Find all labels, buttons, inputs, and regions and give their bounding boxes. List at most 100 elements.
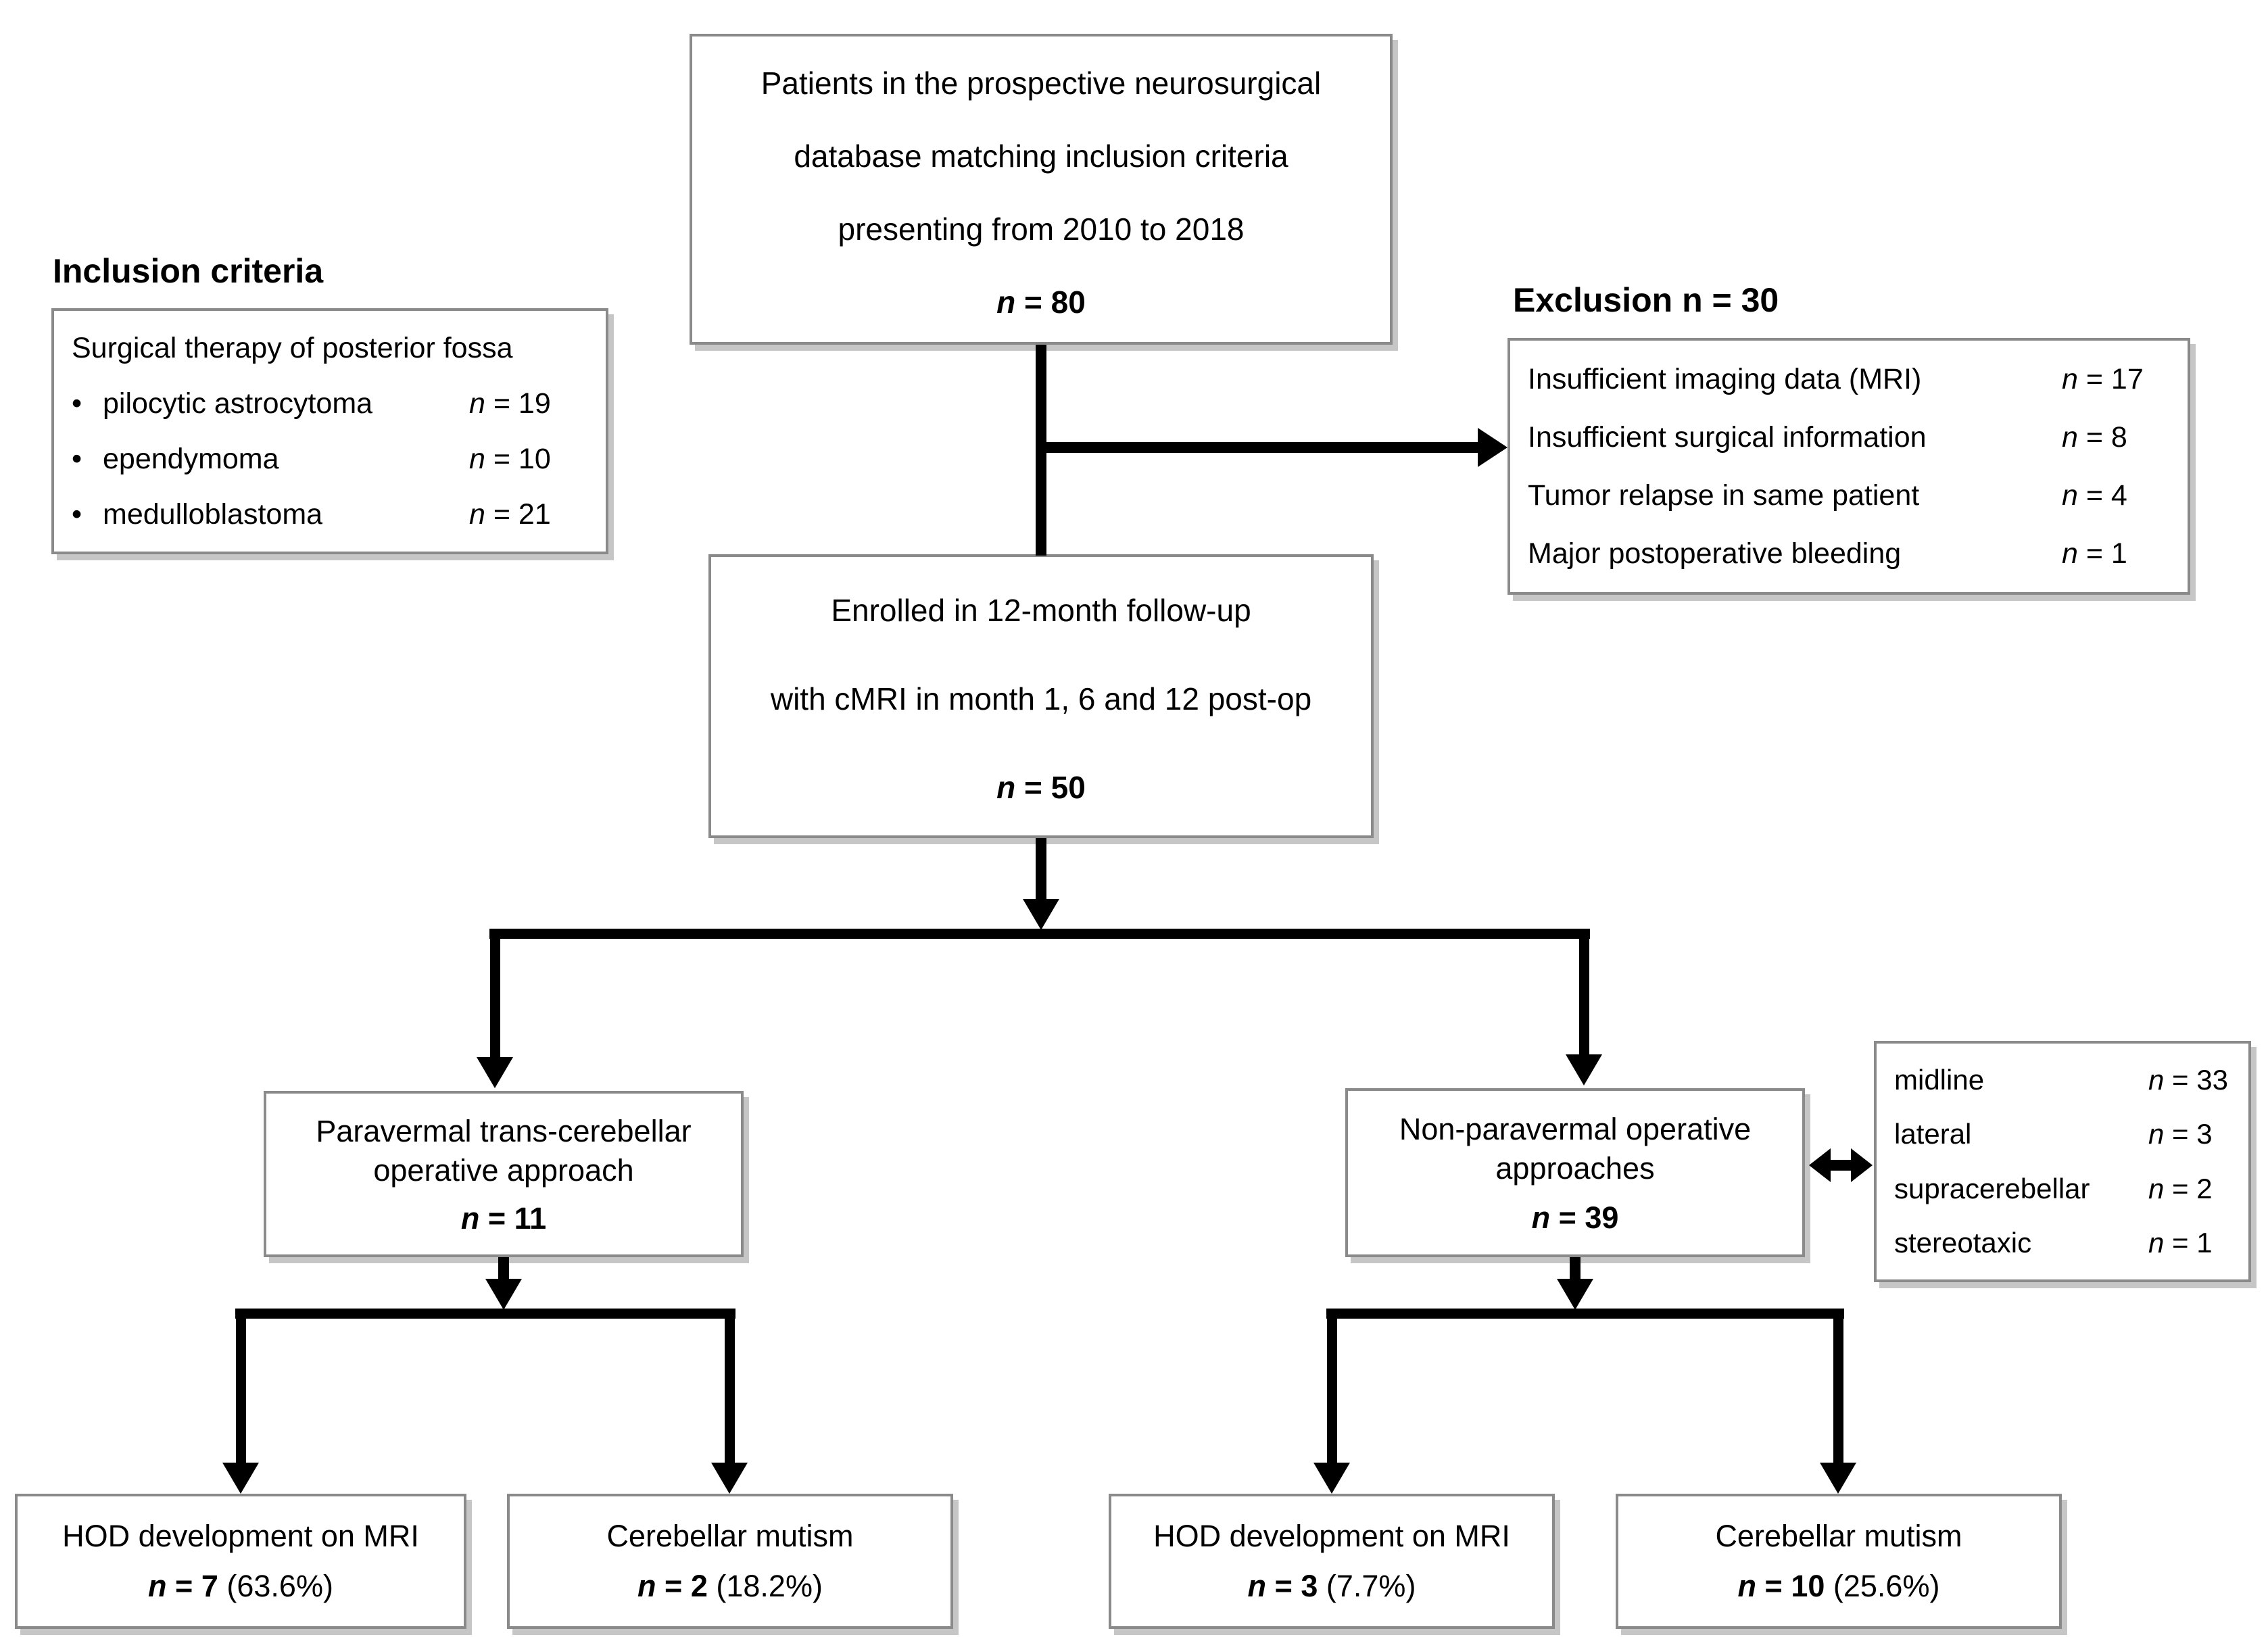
bullet-icon: • (72, 387, 82, 420)
top-box-enrollment: Patients in the prospective neurosurgica… (690, 34, 1393, 345)
arrowhead-down-paravermal (477, 1057, 513, 1088)
exclusion-row-n: n = 8 (2062, 421, 2170, 454)
n-value: = 1 (2085, 537, 2127, 570)
paravermal-title: Paravermal trans-cerebellar operative ap… (316, 1112, 691, 1190)
n-symbol: n (469, 387, 485, 420)
paravermal-title-line: Paravermal trans-cerebellar (316, 1113, 692, 1148)
bullet-icon: • (72, 497, 82, 531)
approach-row: midline n = 33 (1894, 1064, 2231, 1096)
n-value: = 2 (2172, 1172, 2213, 1204)
n-symbol: n (460, 1201, 480, 1236)
arrowhead-down-split (1023, 899, 1059, 930)
outcome-box-mutism-paravermal: Cerebellar mutism n = 2 (18.2%) (507, 1494, 953, 1629)
split-bar-right (1326, 1309, 1844, 1319)
arrowhead-down-outcome-d (1820, 1463, 1856, 1494)
split-bar-left (235, 1309, 735, 1319)
outcome-n-count: n = 2 (18.2%) (637, 1569, 823, 1604)
arrowhead-down-split-left (485, 1279, 522, 1310)
arrowhead-down-split-right (1557, 1279, 1593, 1310)
n-percent: (25.6%) (1833, 1568, 1940, 1603)
n-value: = 50 (1024, 770, 1086, 805)
paravermal-title-line: operative approach (373, 1152, 634, 1188)
approach-row-label: midline (1894, 1064, 1985, 1096)
n-value: = 10 (493, 442, 551, 475)
connector-to-outcome-a (236, 1317, 246, 1465)
inclusion-row-label: medulloblastoma (103, 497, 323, 531)
paravermal-approach-box: Paravermal trans-cerebellar operative ap… (264, 1091, 744, 1257)
exclusion-row: Major postoperative bleeding n = 1 (1528, 537, 2170, 570)
n-value: = 8 (2085, 420, 2127, 454)
split-bar-main (489, 929, 1590, 939)
connector-nonparavermal-down (1570, 1257, 1581, 1283)
exclusion-row-n: n = 1 (2062, 537, 2170, 570)
inclusion-criteria-heading: Inclusion criteria (53, 252, 324, 290)
n-symbol: n (2062, 362, 2078, 395)
exclusion-row-n: n = 17 (2062, 363, 2170, 396)
inclusion-row-n: n = 10 (469, 443, 588, 476)
n-symbol: n (2062, 420, 2078, 454)
exclusion-row: Tumor relapse in same patient n = 4 (1528, 479, 2170, 512)
inclusion-row: • pilocytic astrocytoma n = 19 (72, 387, 588, 420)
n-symbol: n (148, 1568, 167, 1603)
connector-to-paravermal (490, 937, 500, 1058)
n-symbol: n (2148, 1118, 2165, 1150)
approach-row-label: stereotaxic (1894, 1226, 2032, 1259)
nonparavermal-title-line: Non-paravermal operative (1399, 1112, 1752, 1147)
n-symbol: n (1531, 1200, 1551, 1235)
approach-row-n: n = 2 (2148, 1173, 2231, 1205)
top-box-line: presenting from 2010 to 2018 (838, 212, 1245, 247)
arrowhead-right (1851, 1148, 1873, 1182)
n-value: = 19 (493, 387, 551, 420)
exclusion-row-label: Insufficient surgical information (1528, 420, 1927, 454)
n-value: = 21 (493, 497, 551, 531)
exclusion-row-label: Tumor relapse in same patient (1528, 479, 1920, 512)
n-value: = 33 (2172, 1064, 2228, 1096)
exclusion-row: Insufficient surgical information n = 8 (1528, 421, 2170, 454)
n-value: = 3 (2172, 1118, 2213, 1150)
exclusion-row: Insufficient imaging data (MRI) n = 17 (1528, 363, 2170, 396)
double-arrow-approaches (1809, 1144, 1873, 1187)
nonparavermal-approach-box: Non-paravermal operative approaches n = … (1345, 1088, 1805, 1257)
exclusion-heading: Exclusion n = 30 (1513, 281, 1779, 319)
n-percent: (18.2%) (716, 1568, 823, 1603)
n-value: = 4 (2085, 479, 2127, 512)
bullet-icon: • (72, 442, 82, 475)
n-symbol: n (2148, 1226, 2165, 1259)
outcome-n-count: n = 3 (7.7%) (1248, 1569, 1416, 1604)
inclusion-row: • ependymoma n = 10 (72, 443, 588, 476)
n-symbol: n (996, 770, 1016, 805)
n-value: = 3 (1274, 1568, 1318, 1603)
approach-row-n: n = 1 (2148, 1227, 2231, 1259)
inclusion-row-label: pilocytic astrocytoma (103, 387, 373, 420)
nonparavermal-title-line: approaches (1495, 1150, 1655, 1186)
connector-to-outcome-d (1833, 1317, 1843, 1465)
exclusion-row-label: Major postoperative bleeding (1528, 537, 1902, 570)
n-value: = 2 (665, 1568, 708, 1603)
connector-enrolled-down (1036, 838, 1046, 900)
inclusion-criteria-box: Surgical therapy of posterior fossa • pi… (51, 308, 608, 554)
arrowhead-right-exclusion (1478, 428, 1507, 467)
n-percent: (63.6%) (226, 1568, 333, 1603)
inclusion-header: Surgical therapy of posterior fossa (72, 331, 513, 364)
top-box-line: database matching inclusion criteria (794, 139, 1288, 174)
arrowhead-down-outcome-a (222, 1463, 259, 1494)
inclusion-row: • medulloblastoma n = 21 (72, 498, 588, 531)
approach-row: stereotaxic n = 1 (1894, 1227, 2231, 1259)
inclusion-row-n: n = 21 (469, 498, 588, 531)
inclusion-row-n: n = 19 (469, 387, 588, 420)
exclusion-box: Insufficient imaging data (MRI) n = 17 I… (1507, 338, 2190, 595)
n-symbol: n (2062, 479, 2078, 512)
approach-row: supracerebellar n = 2 (1894, 1173, 2231, 1205)
connector-to-outcome-b (725, 1317, 735, 1465)
enrolled-box-line: with cMRI in month 1, 6 and 12 post-op (770, 681, 1312, 716)
arrowhead-down-outcome-c (1313, 1463, 1350, 1494)
approach-row: lateral n = 3 (1894, 1118, 2231, 1150)
n-symbol: n (637, 1568, 656, 1603)
connector-to-exclusion (1041, 442, 1479, 453)
n-value: = 80 (1024, 285, 1086, 320)
arrowhead-down-outcome-b (711, 1463, 748, 1494)
n-symbol: n (2148, 1064, 2165, 1096)
n-value: = 1 (2172, 1226, 2213, 1259)
approach-row-label: lateral (1894, 1118, 1972, 1150)
arrowhead-down-nonparavermal (1566, 1054, 1602, 1085)
